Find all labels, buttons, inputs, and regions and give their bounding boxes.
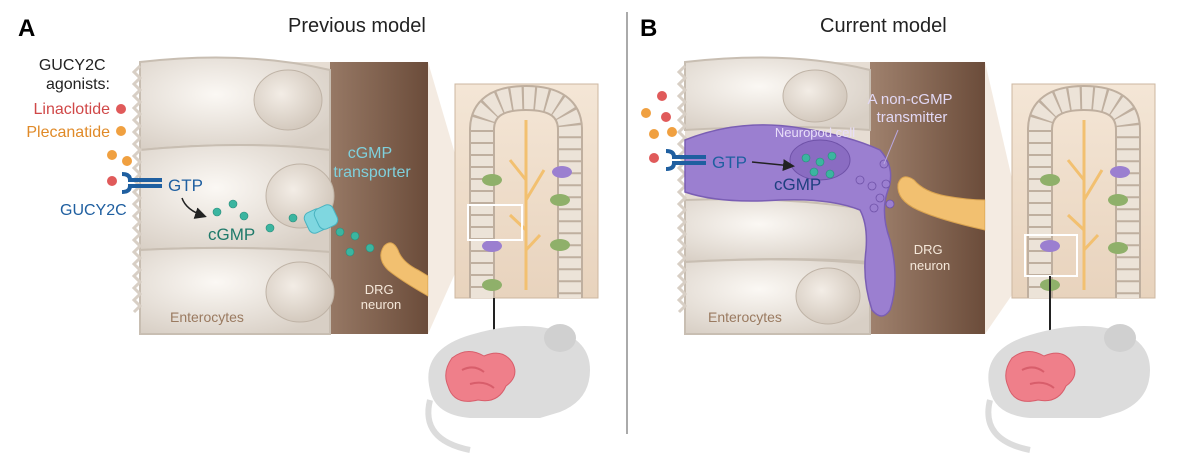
panel-a-enterocytes-label: Enterocytes — [170, 309, 244, 325]
panel-b-gucy2c-receptor — [665, 149, 706, 171]
panel-a-title: Previous model — [288, 15, 426, 37]
panel-b: B Current model Enterocytes Neuropod cel… — [640, 15, 1156, 453]
panel-b-title: Current model — [820, 15, 947, 37]
linaclotide-dot — [107, 176, 117, 186]
panel-b-cgmp: cGMP — [774, 175, 821, 194]
cgmp-transporter — [303, 204, 339, 234]
gucy2c-label: GUCY2C — [60, 202, 127, 219]
panel-a: A Previous model Enterocytes DRG neuron … — [18, 15, 599, 453]
panel-b-drg-neuron — [897, 176, 986, 231]
panel-a-cgmp: cGMP — [208, 225, 255, 244]
panel-a-enterocytes — [131, 56, 335, 335]
panel-b-villus-inset — [1011, 83, 1156, 299]
panel-b-gtp: GTP — [712, 153, 747, 172]
linaclotide-label: Linaclotide — [34, 101, 111, 118]
panel-a-drg-neuron — [380, 242, 429, 297]
panel-a-zoom-wedge — [428, 62, 470, 334]
neuropod-label: Neuropod cell — [775, 125, 855, 140]
plecanatide-label: Plecanatide — [26, 124, 110, 141]
panel-a-inset-highlight — [467, 204, 523, 241]
nucleus — [253, 69, 323, 131]
panel-a-gucy2c-receptor — [121, 172, 162, 194]
panel-b-cgmp-dots — [801, 151, 837, 179]
plecanatide-dot — [107, 150, 117, 160]
panel-b-agonist-dots — [641, 91, 677, 163]
panel-a-villus-inset — [454, 83, 599, 299]
panel-b-conversion-arrow — [751, 159, 795, 172]
nucleus — [265, 261, 335, 323]
nucleus — [795, 267, 861, 325]
transmitter-vesicles — [855, 159, 895, 213]
panel-b-mouse — [985, 324, 1150, 453]
panel-b-letter: B — [640, 15, 657, 42]
transporter-label: cGMP transporter — [333, 145, 411, 181]
plecanatide-dot — [122, 156, 132, 166]
panel-a-cgmp-dots — [212, 199, 375, 257]
panel-a-letter: A — [18, 15, 35, 42]
panel-b-enterocytes-label: Enterocytes — [708, 309, 782, 325]
panel-b-drg-label: DRG neuron — [910, 242, 950, 273]
nucleus — [782, 69, 848, 123]
transmitter-label: A non-cGMP transmitter — [868, 91, 957, 126]
plecanatide-dot — [116, 126, 126, 136]
panel-a-gtp: GTP — [168, 176, 203, 195]
agonists-heading: GUCY2C agonists: — [39, 57, 110, 93]
panel-a-mouse — [425, 324, 590, 453]
panel-a-conversion-arrow — [181, 197, 207, 219]
linaclotide-dot — [116, 104, 126, 114]
panel-a-drg-label: DRG neuron — [361, 282, 401, 312]
